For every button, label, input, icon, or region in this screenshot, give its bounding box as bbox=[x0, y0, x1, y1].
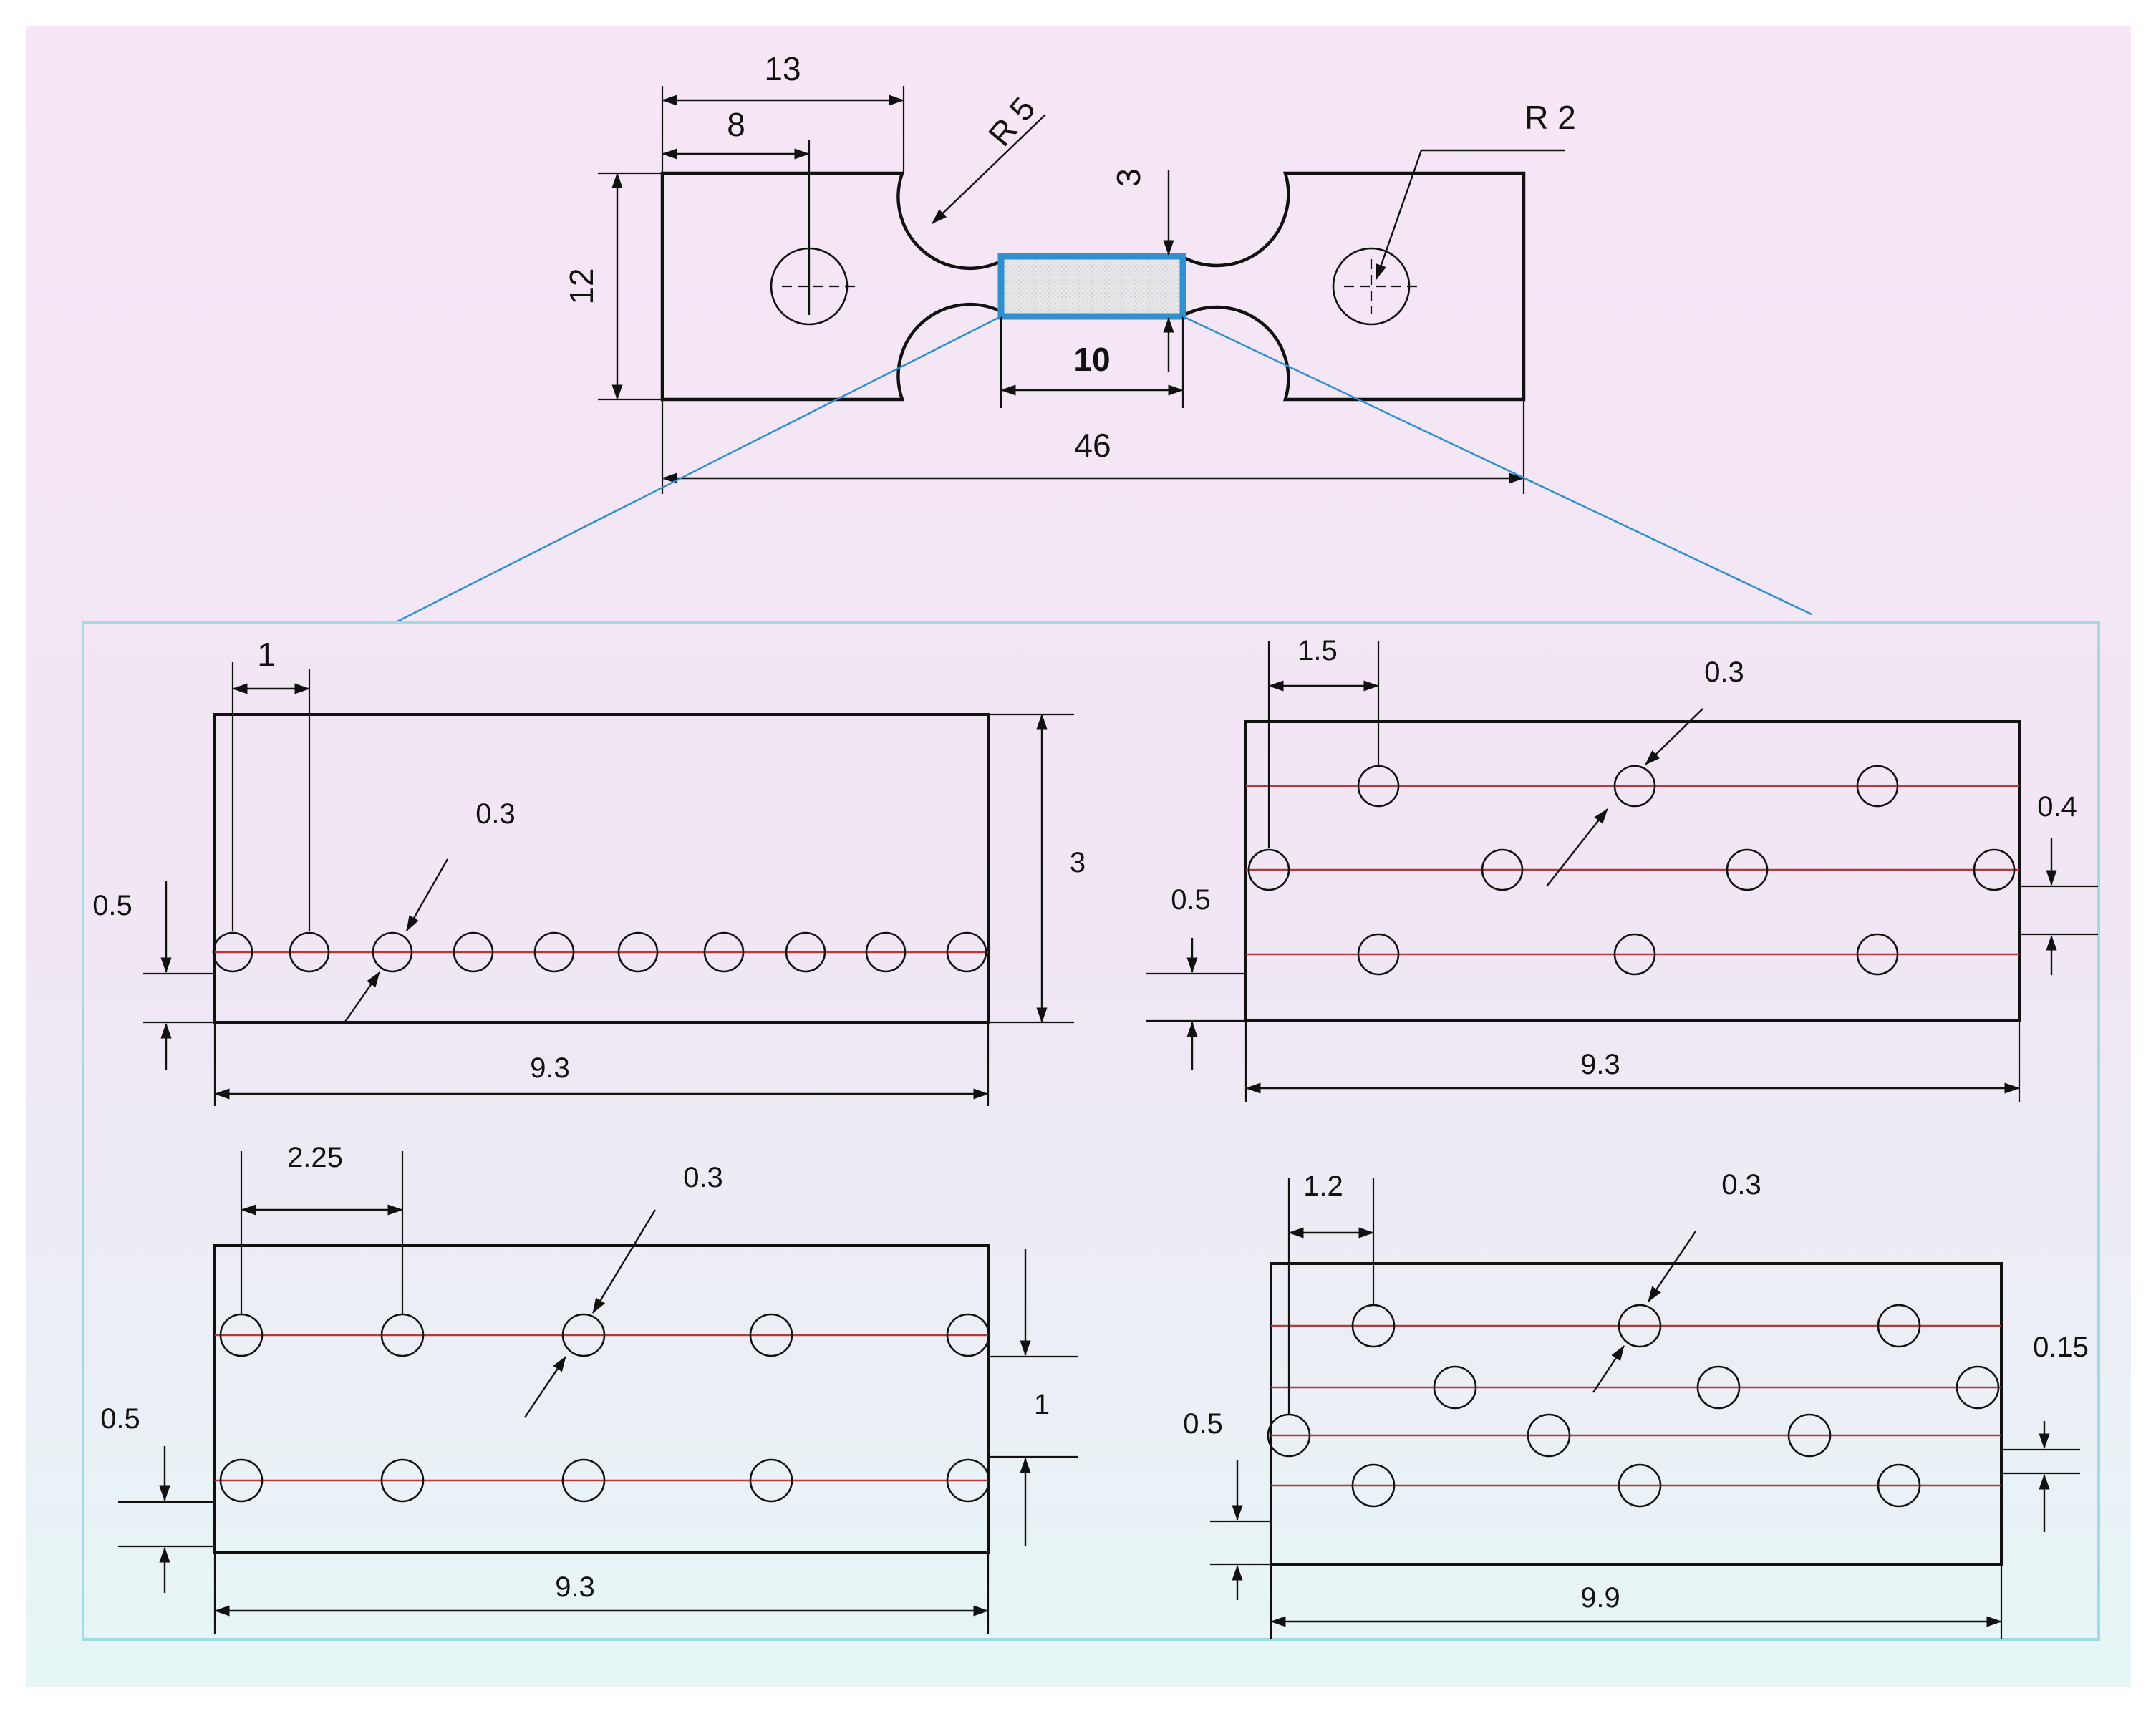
hole bbox=[749, 1313, 793, 1357]
panel-1-diameter-label: 0.3 bbox=[475, 798, 516, 830]
radius-2-label: R 2 bbox=[1524, 99, 1576, 136]
panel-2-row-gap-label: 0.4 bbox=[2037, 791, 2077, 823]
hole bbox=[380, 1313, 425, 1357]
dimension-46: 46 bbox=[661, 399, 1525, 494]
dimension-10-label: 10 bbox=[1073, 341, 1110, 378]
gauge-section-highlight bbox=[997, 253, 1186, 320]
hole bbox=[533, 931, 575, 973]
hole bbox=[785, 931, 826, 973]
hole bbox=[1247, 848, 1290, 891]
hole bbox=[1527, 1413, 1571, 1458]
hole bbox=[1726, 848, 1769, 891]
hole bbox=[865, 931, 907, 973]
dimension-10: 10 bbox=[1000, 316, 1184, 408]
hole bbox=[946, 1458, 990, 1503]
hole bbox=[380, 1458, 425, 1503]
hole bbox=[219, 1458, 264, 1503]
dimension-12-label: 12 bbox=[563, 268, 600, 304]
hole bbox=[219, 1313, 264, 1357]
hole bbox=[703, 931, 745, 973]
panel-3-edge-offset-label: 0.5 bbox=[100, 1403, 140, 1435]
hole bbox=[1433, 1365, 1477, 1410]
dimension-13: 13 bbox=[661, 50, 905, 172]
panel-4-pitch-label: 1.2 bbox=[1303, 1170, 1343, 1202]
panel-2-pitch-label: 1.5 bbox=[1297, 635, 1338, 667]
radius-2-leader: R 2 bbox=[1375, 99, 1576, 281]
hole bbox=[212, 931, 253, 973]
dimension-3: 3 bbox=[1110, 168, 1174, 372]
hole bbox=[1618, 1304, 1662, 1348]
panel-2-three-rows: 1.5 0.3 0.4 0.5 9.3 bbox=[1146, 635, 2098, 1102]
hole bbox=[453, 931, 494, 973]
hole bbox=[1856, 933, 1899, 976]
hole bbox=[1787, 1413, 1832, 1458]
dimension-8: 8 bbox=[661, 106, 811, 315]
hole bbox=[946, 931, 987, 973]
panel-4-diameter-label: 0.3 bbox=[1721, 1169, 1761, 1201]
hole bbox=[561, 1313, 606, 1357]
panel-2-diameter-label: 0.3 bbox=[1704, 656, 1744, 688]
hole bbox=[1613, 933, 1656, 976]
dimension-12: 12 bbox=[563, 172, 662, 401]
hole bbox=[1481, 848, 1524, 891]
hole bbox=[1351, 1463, 1396, 1508]
hole bbox=[617, 931, 659, 973]
zoom-line-right bbox=[1182, 315, 1812, 616]
hole bbox=[1956, 1365, 2000, 1410]
hole bbox=[1618, 1463, 1662, 1508]
hole bbox=[289, 931, 330, 973]
panel-3-two-rows: 2.25 0.3 0.5 1 9.3 bbox=[100, 1142, 1078, 1634]
hole bbox=[372, 931, 413, 973]
zoom-line-left bbox=[397, 315, 1002, 623]
detail-frame bbox=[82, 621, 2100, 1641]
pin-hole-right bbox=[1332, 247, 1418, 326]
dimension-3-label: 3 bbox=[1110, 168, 1147, 187]
hole bbox=[1856, 765, 1899, 808]
hole bbox=[1877, 1304, 1921, 1348]
hole bbox=[1973, 848, 2016, 891]
hole bbox=[749, 1458, 793, 1503]
panel-3-row-gap-label: 1 bbox=[1034, 1389, 1050, 1420]
panel-4-edge-offset-label: 0.5 bbox=[1183, 1408, 1223, 1440]
panel-3-pitch-label: 2.25 bbox=[287, 1142, 343, 1173]
hole bbox=[1696, 1365, 1741, 1410]
hole bbox=[946, 1313, 990, 1357]
hole bbox=[1613, 765, 1656, 808]
dimension-46-label: 46 bbox=[1074, 427, 1111, 464]
panel-3-length-label: 9.3 bbox=[555, 1571, 595, 1603]
panel-1-length-label: 9.3 bbox=[530, 1052, 570, 1084]
panel-1-pitch-label: 1 bbox=[257, 636, 276, 673]
panel-3-diameter-label: 0.3 bbox=[683, 1162, 723, 1193]
panel-1-height-label: 3 bbox=[1070, 847, 1086, 878]
panel-1-edge-offset-label: 0.5 bbox=[92, 890, 132, 921]
hole bbox=[1877, 1463, 1921, 1508]
hole bbox=[1267, 1413, 1311, 1458]
hole bbox=[1357, 933, 1400, 976]
hole bbox=[561, 1458, 606, 1503]
panel-2-edge-offset-label: 0.5 bbox=[1171, 884, 1211, 916]
panel-1-single-row: 1 0.3 0.5 3 9.3 bbox=[92, 636, 1086, 1106]
dimension-13-label: 13 bbox=[764, 50, 801, 87]
panel-2-length-label: 9.3 bbox=[1580, 1049, 1620, 1080]
hole bbox=[1357, 765, 1400, 808]
dimension-8-label: 8 bbox=[727, 106, 745, 143]
panel-4-four-rows: 1.2 0.3 0.15 0.5 9.9 bbox=[1183, 1169, 2089, 1639]
panel-4-length-label: 9.9 bbox=[1580, 1582, 1620, 1614]
hole bbox=[1351, 1304, 1396, 1348]
panel-4-row-gap-label: 0.15 bbox=[2033, 1332, 2089, 1363]
